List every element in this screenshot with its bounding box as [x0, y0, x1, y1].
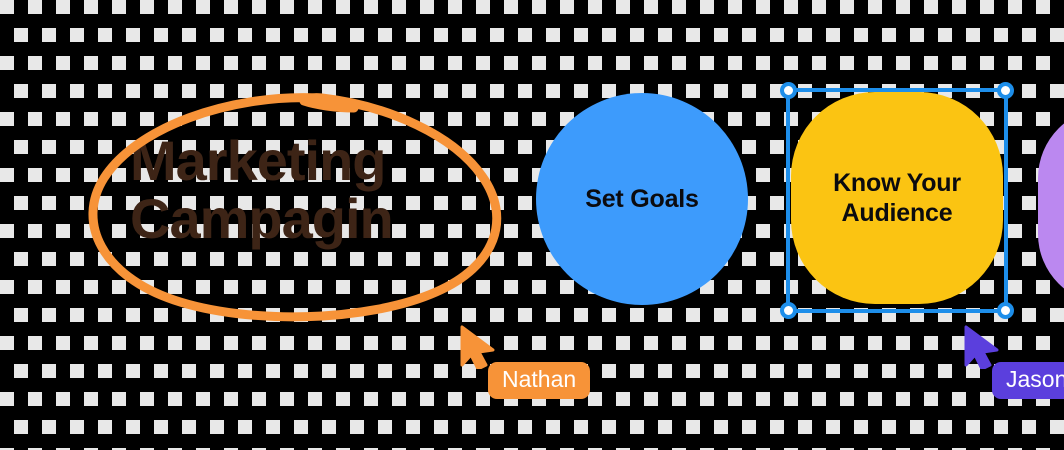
collaborator-label-nathan: Nathan — [488, 362, 591, 399]
shape-label-know-your-audience: Know Your Audience — [833, 168, 961, 228]
shape-set-goals[interactable]: Set Goals — [536, 93, 748, 305]
shape-label-set-goals: Set Goals — [585, 184, 699, 213]
collaborator-cursor-jason: Jason — [962, 325, 1064, 399]
collaborator-cursor-nathan: Nathan — [458, 325, 591, 399]
sketch-text-marketing-campaign[interactable]: Marketing Campagin — [130, 129, 394, 250]
hand-drawn-ellipse-icon[interactable] — [78, 84, 508, 324]
arrow-pointer-icon — [460, 325, 495, 371]
sketch-annotation-group[interactable]: Marketing Campagin — [78, 84, 508, 324]
arrow-pointer-icon — [964, 325, 999, 371]
collaborator-label-jason: Jason — [992, 362, 1064, 399]
shape-know-your-audience[interactable]: Know Your Audience — [791, 92, 1003, 304]
